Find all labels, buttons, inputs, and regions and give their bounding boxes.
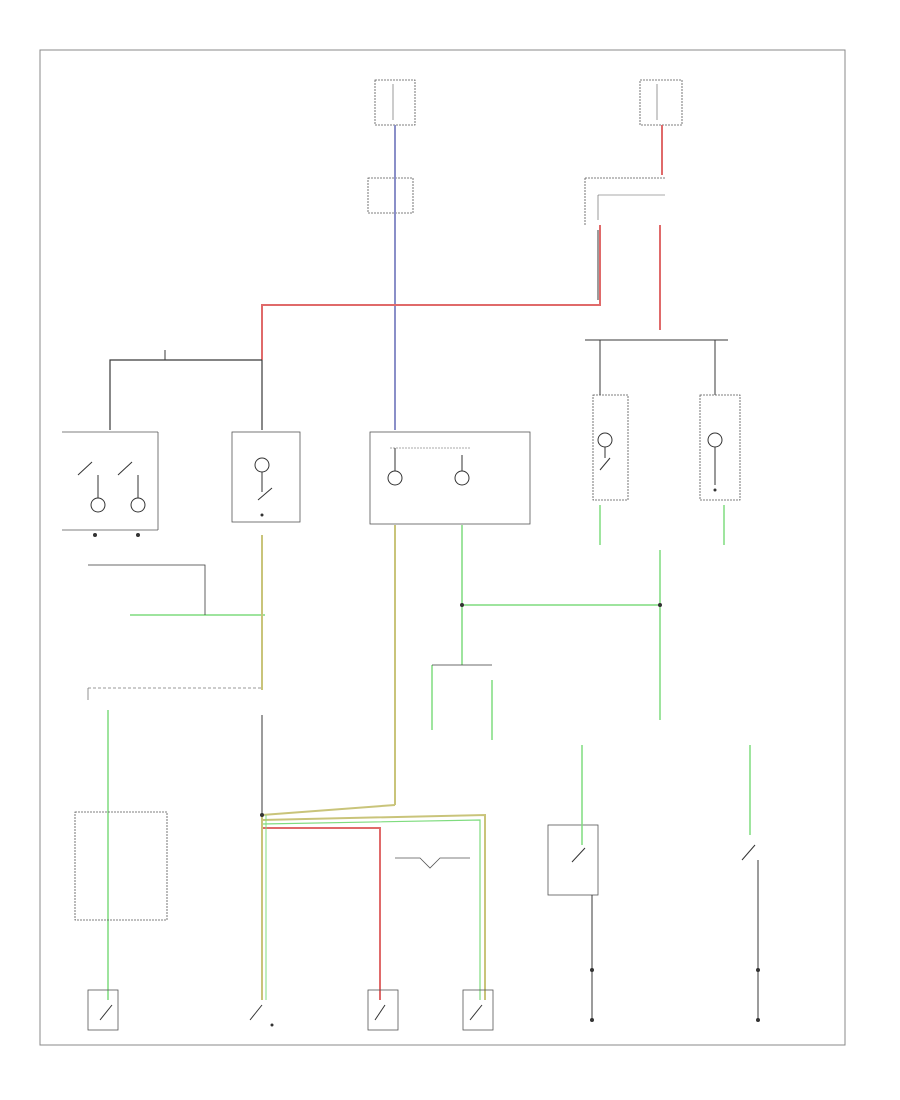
- junction-dot: [658, 603, 662, 607]
- fuse-box-left: [374, 79, 416, 126]
- fuse-box-right: [639, 79, 683, 126]
- junction-dot: [260, 813, 264, 817]
- ground-terminal: [756, 1018, 760, 1022]
- lamp-icon: [254, 457, 270, 473]
- ground-terminal: [590, 968, 594, 972]
- diagram-border: [39, 49, 846, 1046]
- wire-yellow-bundle-2: [261, 813, 486, 1000]
- ground-terminal: [756, 968, 760, 972]
- lamp-icon: [454, 470, 470, 486]
- lamp-icon: [387, 470, 403, 486]
- junction-dot: [460, 603, 464, 607]
- switch-bottom-3: [367, 989, 399, 1031]
- component-box-center: [369, 431, 531, 525]
- wire-yellow-bundle-1: [261, 804, 396, 816]
- ground-terminal: [590, 1018, 594, 1022]
- connector-box-upper-right: [584, 177, 665, 225]
- component-box-center-left: [231, 431, 301, 523]
- component-box-right-1: [592, 394, 629, 501]
- wire-black-left-bracket: [88, 564, 206, 615]
- switch-bottom-2: [249, 1004, 274, 1027]
- switch-lower-right-2: [741, 844, 756, 861]
- connector-box-upper-left: [367, 177, 414, 214]
- lamp-icon: [90, 497, 106, 513]
- wire-black-bus-left: [109, 359, 262, 430]
- component-box-right-2: [699, 394, 741, 501]
- connector-brace: [395, 857, 470, 869]
- switch-bottom-1: [87, 989, 119, 1031]
- lamp-icon: [707, 432, 723, 448]
- component-box-left: [62, 431, 159, 537]
- component-box-lower-right: [547, 824, 599, 896]
- lamp-icon: [130, 497, 146, 513]
- lamp-icon: [597, 432, 613, 448]
- component-box-lower-left: [74, 811, 168, 921]
- switch-bottom-4: [462, 989, 494, 1031]
- wire-red-cross: [261, 225, 601, 360]
- wire-green-bundle: [261, 819, 481, 1000]
- wire-red-bundle: [262, 827, 381, 1000]
